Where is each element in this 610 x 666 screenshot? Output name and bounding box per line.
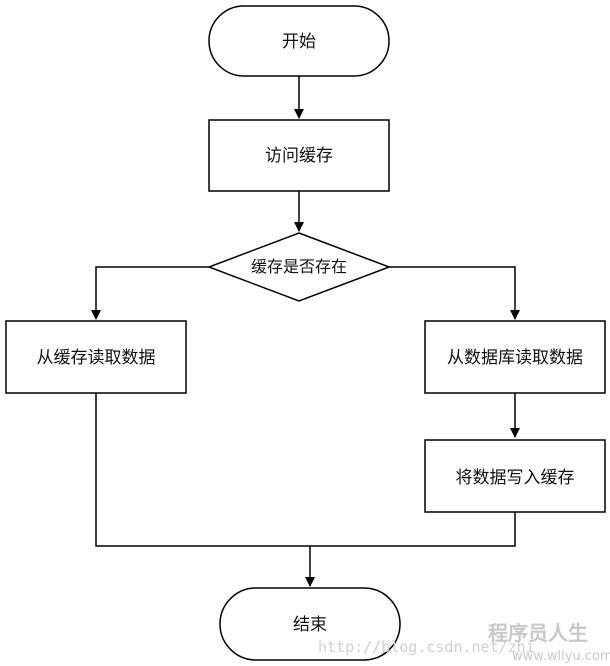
write-cache-label: 将数据写入缓存	[456, 468, 575, 488]
connector-merge	[95, 393, 516, 547]
watermark-brand: 程序员人生	[488, 621, 588, 645]
read-cache-node: 从缓存读取数据	[5, 320, 187, 394]
start-node: 开始	[208, 5, 390, 77]
access-cache-node: 访问缓存	[208, 119, 390, 192]
watermark-site: www.wllyu.com	[512, 649, 610, 664]
decision-node: 缓存是否存在	[206, 232, 392, 302]
read-db-node: 从数据库读取数据	[424, 320, 606, 394]
read-db-label: 从数据库读取数据	[447, 348, 583, 368]
end-label: 结束	[293, 615, 327, 635]
watermark-url: http://blog.csdn.net/zhi	[318, 638, 535, 656]
end-node: 结束	[219, 587, 401, 661]
access-cache-label: 访问缓存	[265, 146, 333, 166]
decision-label: 缓存是否存在	[251, 257, 347, 276]
read-cache-label: 从缓存读取数据	[37, 348, 156, 368]
start-label: 开始	[282, 32, 316, 52]
arrow-decision-to-read-cache	[91, 266, 209, 320]
arrow-decision-to-read-db	[389, 266, 520, 320]
write-cache-node: 将数据写入缓存	[424, 439, 606, 513]
